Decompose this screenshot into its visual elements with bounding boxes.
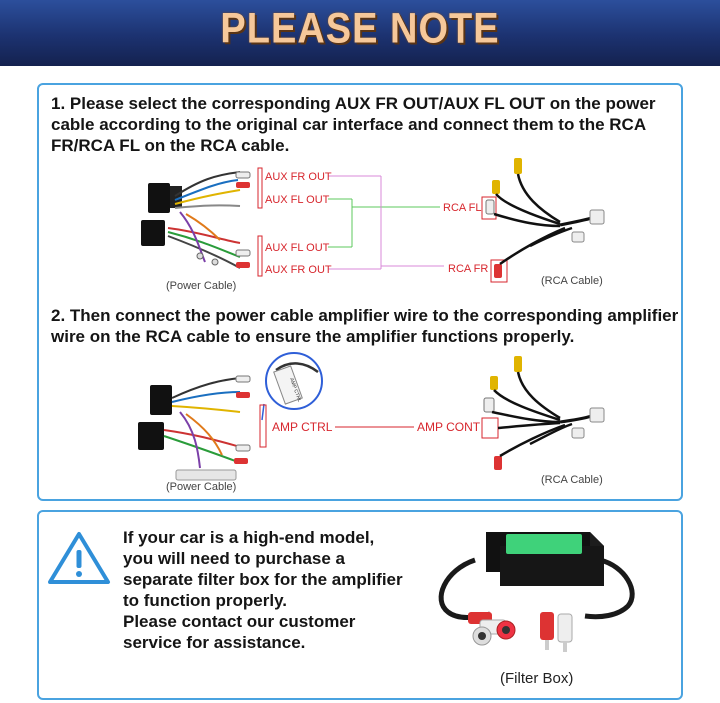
step-2-text: 2. Then connect the power cable amplifie… [51, 306, 679, 346]
filter-box-caption: (Filter Box) [500, 670, 574, 687]
rca-cable-caption-1: (RCA Cable) [541, 275, 603, 287]
rca-fr-label: RCA FR [448, 263, 488, 275]
amp-cont-label: AMP CONT [417, 420, 481, 434]
power-cable-caption-1: (Power Cable) [166, 280, 236, 292]
note-line: Please contact our customer [123, 612, 356, 631]
amp-ctrl-tag-zoom: AMP CTRL [261, 352, 323, 421]
page-title: PLEASE NOTE [220, 5, 500, 53]
note-line: you will need to purchase a [123, 549, 345, 568]
fl-connection-lines [328, 198, 440, 248]
note-line: separate filter box for the amplifier [123, 570, 403, 589]
rca-cable-caption-2: (RCA Cable) [541, 474, 603, 486]
aux-fl-out-label-bottom: AUX FL OUT [265, 242, 330, 254]
note-line: to function properly. [123, 591, 288, 610]
rca-fl-label: RCA FL [443, 202, 482, 214]
header-banner: PLEASE NOTE [0, 0, 720, 66]
filter-box-image [438, 532, 635, 652]
step-2-rca-cable-image [481, 356, 605, 470]
step-1-rca-cable-image [481, 158, 605, 283]
aux-fr-out-label-top: AUX FR OUT [265, 171, 332, 183]
aux-fr-out-label-bottom: AUX FR OUT [265, 264, 332, 276]
step-2-power-cable-image [138, 375, 251, 481]
note-line: If your car is a high-end model, [123, 528, 375, 547]
step-1-text: 1. Please select the corresponding AUX F… [51, 94, 656, 155]
aux-fl-out-label-top: AUX FL OUT [265, 194, 330, 206]
warning-triangle-icon [48, 532, 110, 584]
amp-ctrl-label: AMP CTRL [272, 420, 333, 434]
fr-connection-lines [328, 175, 444, 270]
step-1-power-cable-image [141, 171, 251, 269]
note-line: service for assistance. [123, 633, 306, 652]
note-text: If your car is a high-end model, you wil… [123, 527, 423, 653]
power-cable-caption-2: (Power Cable) [166, 481, 236, 493]
